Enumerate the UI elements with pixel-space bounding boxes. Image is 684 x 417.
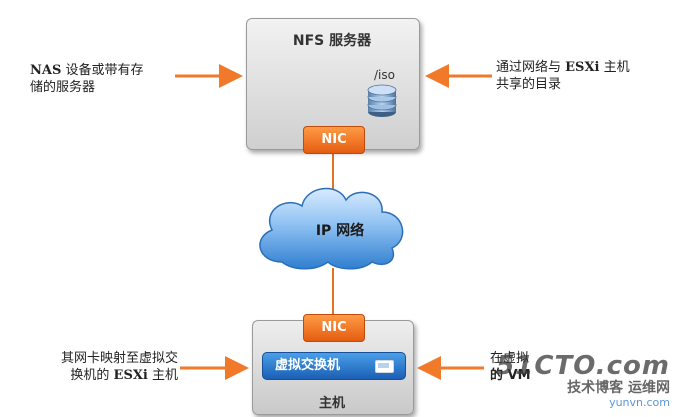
- ip-network-label: IP 网络: [315, 223, 365, 239]
- virtual-switch-label: 虚拟交换机: [275, 358, 341, 373]
- annotation-top-right-post: 主机: [599, 60, 630, 75]
- annotation-top-left-bold: NAS: [30, 63, 62, 78]
- monitor-icon: [375, 360, 394, 373]
- watermark: 51CTO.com 技术博客 运维网 yunvn.com: [496, 352, 670, 409]
- annotation-bottom-right-line1: 在虚拟: [490, 351, 530, 366]
- annotation-top-left-line1: 设备或带有存: [61, 63, 144, 78]
- annotation-bottom-left-bold: ESXi: [113, 368, 148, 383]
- annotation-top-left: NAS 设备或带有存 储的服务器: [30, 62, 180, 96]
- annotation-bottom-left-pre: 换机的: [70, 368, 114, 383]
- nic-top: NIC: [303, 126, 365, 154]
- database-icon: [367, 84, 397, 117]
- nfs-server-title: NFS 服务器: [292, 33, 372, 49]
- annotation-bottom-right: 在虚拟 的 VM: [490, 350, 570, 384]
- annotation-top-left-line2: 储的服务器: [30, 80, 96, 95]
- annotation-top-right-pre: 通过网络与: [496, 60, 566, 75]
- annotation-top-right-bold: ESXi: [565, 60, 600, 75]
- annotation-bottom-left: 其网卡映射至虚拟交 换机的 ESXi 主机: [26, 350, 178, 384]
- iso-directory-label: /iso: [374, 68, 395, 82]
- host-label: 主机: [318, 396, 345, 411]
- annotation-bottom-right-line2: 的 VM: [490, 368, 531, 383]
- ip-network-cloud: [259, 187, 404, 270]
- virtual-switch: 虚拟交换机: [262, 352, 406, 380]
- nic-bottom: NIC: [303, 314, 365, 342]
- annotation-top-right-line2: 共享的目录: [496, 77, 562, 92]
- watermark-line3: yunvn.com: [609, 396, 670, 409]
- annotation-bottom-left-post: 主机: [147, 368, 178, 383]
- watermark-line1: 51CTO.com: [496, 351, 670, 381]
- annotation-bottom-left-line1: 其网卡映射至虚拟交: [60, 351, 178, 366]
- annotation-top-right: 通过网络与 ESXi 主机 共享的目录: [496, 59, 676, 93]
- watermark-line2: 技术博客 运维网: [567, 380, 670, 396]
